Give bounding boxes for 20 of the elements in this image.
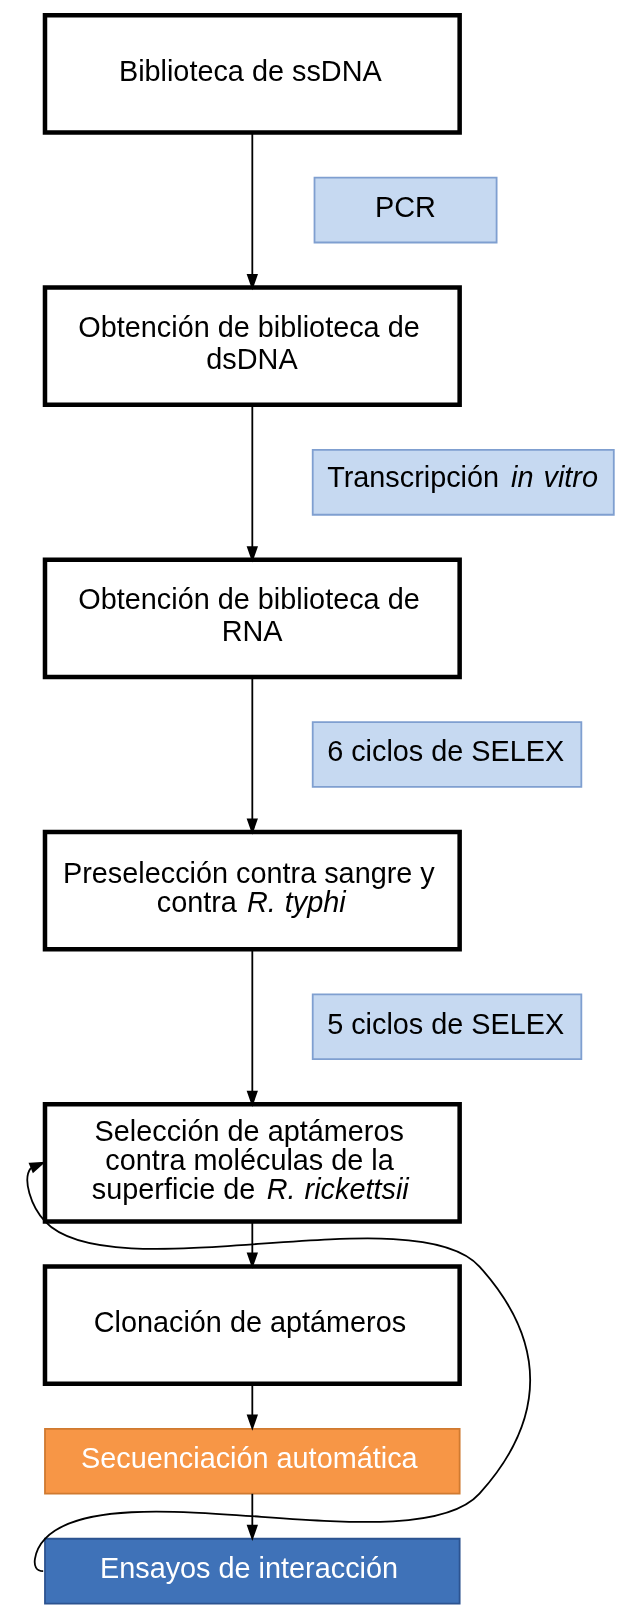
arrow (246, 404, 258, 563)
arrow (246, 948, 258, 1107)
arrow (246, 131, 258, 291)
node-box: Biblioteca de ssDNA (42, 13, 462, 135)
node-box: Obtención de biblioteca de dsDNA (42, 285, 462, 407)
arrow (26, 1161, 531, 1573)
node-box: 5 ciclos de SELEX (311, 993, 582, 1061)
node-box: Selección de aptámeros contra moléculas de la superficie de R. rickettsii (42, 1102, 462, 1224)
node-box: Ensayos de interacción (43, 1537, 461, 1605)
node-box: Obtención de biblioteca de RNA (42, 557, 462, 680)
node-box: Secuenciación automática (43, 1427, 461, 1495)
node-box: Clonación de aptámeros (42, 1264, 462, 1386)
arrow (246, 1221, 258, 1269)
node-box: Preselección contra sangre y contra R. typhi (42, 829, 462, 952)
node-box: 6 ciclos de SELEX (311, 721, 582, 788)
node-box: Transcripción in vitro (311, 448, 615, 516)
node-box: PCR (313, 176, 497, 244)
arrow (246, 676, 258, 835)
arrow (246, 1383, 258, 1431)
arrow (246, 1492, 258, 1542)
